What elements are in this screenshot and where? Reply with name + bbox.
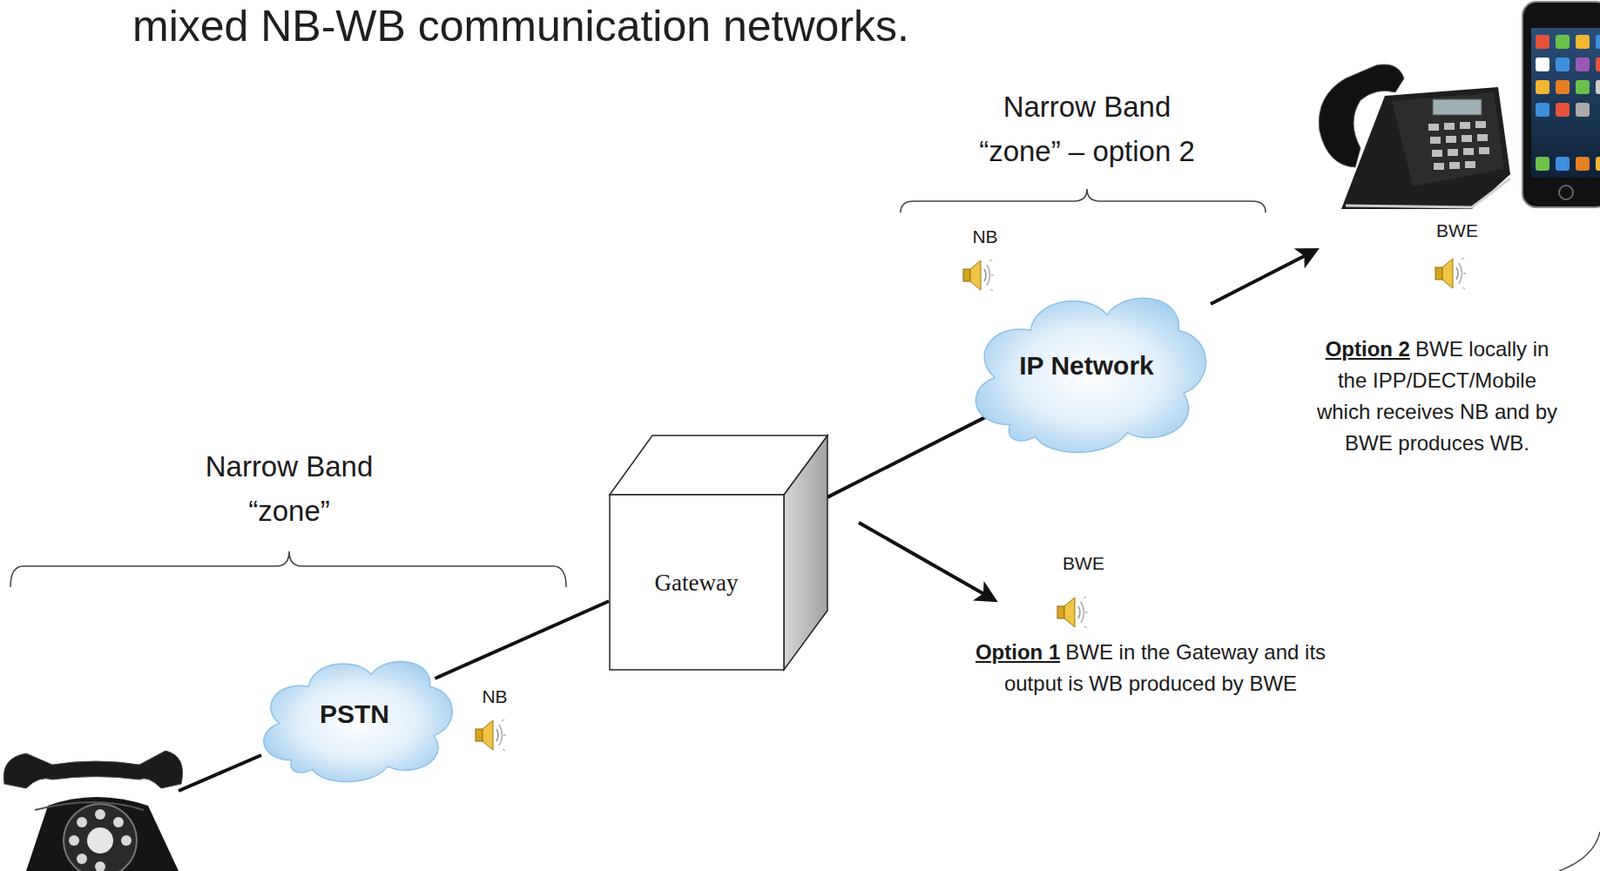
zone-bracket — [900, 189, 1266, 213]
speaker-icon — [1057, 596, 1088, 628]
desk-phone — [1318, 64, 1511, 210]
speaker-icon — [963, 259, 994, 291]
cloud-shape — [263, 661, 453, 782]
speaker-icon — [475, 719, 507, 751]
option-note: Option 2BWE locally in the IPP/DECT/Mobi… — [1313, 333, 1560, 460]
node-label: PSTN — [319, 698, 390, 730]
gateway-cube: Gateway — [608, 434, 828, 671]
cloud-shape — [975, 297, 1206, 453]
cube-front — [609, 494, 784, 670]
band-tag: NB — [972, 225, 998, 248]
speaker-icon — [1435, 257, 1466, 290]
zone-bracket — [10, 551, 567, 588]
mobile-phone — [1522, 1, 1600, 208]
flow-arrow — [858, 522, 995, 601]
node-text-area: Gateway — [608, 494, 784, 671]
zone-label: Narrow Band “zone” — [195, 444, 384, 534]
node-text-area: IP Network — [958, 267, 1215, 465]
option-note: Option 1BWE in the Gateway and its outpu… — [967, 636, 1334, 700]
slide-title: mixed NB-WB communication networks. — [132, 1, 910, 53]
node-label: IP Network — [1019, 350, 1155, 382]
slide-border — [1559, 831, 1600, 871]
band-tag: BWE — [1062, 552, 1105, 574]
cube-outline — [608, 434, 828, 671]
option-heading: Option 1 — [975, 640, 1060, 664]
node-label: Gateway — [654, 568, 739, 597]
network-cloud: PSTN — [249, 637, 460, 791]
connector-line — [434, 600, 609, 679]
flow-arrow — [1210, 249, 1317, 304]
rotary-phone — [3, 750, 183, 871]
band-tag: NB — [481, 685, 507, 708]
connector-line — [827, 414, 991, 498]
cube-top — [609, 435, 828, 495]
phone-wire — [178, 755, 262, 791]
band-tag: BWE — [1436, 219, 1479, 242]
node-text-area: PSTN — [249, 637, 460, 791]
option-heading: Option 2 — [1325, 337, 1411, 361]
network-cloud: IP Network — [958, 267, 1215, 465]
zone-label: Narrow Band “zone” – option 2 — [970, 84, 1203, 174]
